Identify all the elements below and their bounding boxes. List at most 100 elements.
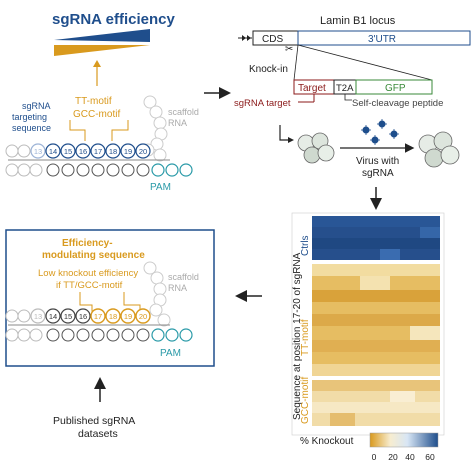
locus-title: Lamin B1 locus xyxy=(320,15,396,27)
modulating-pam-label: PAM xyxy=(160,348,181,359)
cell-cluster-after xyxy=(418,131,460,168)
modulating-scaffold-2: RNA xyxy=(168,283,187,293)
pos-label: 18 xyxy=(109,147,117,156)
motif-bracket-right xyxy=(111,120,129,141)
knockin-line-right xyxy=(297,44,433,81)
knockin-line-left xyxy=(293,44,299,81)
legend-tick: 20 xyxy=(388,452,398,462)
utr-box xyxy=(297,30,471,46)
heatmap-row xyxy=(312,238,440,249)
scaffold-label-2: RNA xyxy=(168,118,187,128)
locus-arrow-1 xyxy=(242,35,246,41)
heatmap-row xyxy=(312,402,440,413)
modulating-panel: Efficiency- modulating sequence Low knoc… xyxy=(5,229,215,367)
knockin-label: Knock-in xyxy=(249,64,288,75)
heatmap-row xyxy=(312,340,440,352)
self-cleavage-label: Self-cleavage peptide xyxy=(352,98,443,109)
gfp-label: GFP xyxy=(385,83,406,94)
legend-tick: 60 xyxy=(425,452,435,462)
self-cleavage-pointer xyxy=(344,94,352,101)
legend-tick: 0 xyxy=(372,452,377,462)
pos-label: 19 xyxy=(124,147,132,156)
pos-label: 15 xyxy=(64,147,72,156)
mod-pos-label: 13 xyxy=(34,312,42,321)
modulating-bracket-right xyxy=(123,292,141,312)
heatmap-cell xyxy=(410,326,440,340)
locus-arrow-2 xyxy=(247,35,251,41)
modulating-title-2: modulating sequence xyxy=(42,250,145,261)
sgrna-target-label: sgRNA target xyxy=(234,98,291,109)
pos-label: 20 xyxy=(139,147,147,156)
modulating-position-beads xyxy=(30,308,151,324)
modulating-bottom-beads xyxy=(46,328,150,342)
modulating-note-2: if TT/GCC-motif xyxy=(56,280,123,291)
group-label-gcc: GCC-motif xyxy=(300,377,311,424)
scissors-icon: ✂ xyxy=(285,44,293,55)
legend-tick: 40 xyxy=(405,452,415,462)
modulating-faint-beads xyxy=(5,309,43,342)
modulating-pam-beads xyxy=(151,328,193,342)
targeting-label-2: targeting xyxy=(12,112,47,122)
heatmap-row xyxy=(312,364,440,376)
virus-label-1: Virus with xyxy=(356,156,399,167)
t2a-label: T2A xyxy=(336,83,354,94)
published-label-1: Published sgRNA xyxy=(53,415,135,427)
bottom-strand-beads xyxy=(46,163,150,177)
heatmap-cell xyxy=(330,413,355,426)
utr-label: 3'UTR xyxy=(368,34,396,45)
locus-panel: Lamin B1 locus CDS 3'UTR ✂ Knock-in Targ… xyxy=(234,15,471,179)
mod-pos-label: 16 xyxy=(79,312,87,321)
scaffold-label-1: scaffold xyxy=(168,107,199,117)
heatmap-row xyxy=(312,264,440,276)
heatmap-row xyxy=(312,314,440,326)
pam-label: PAM xyxy=(150,182,171,193)
virus-label-2: sgRNA xyxy=(362,168,394,179)
modulating-note-1: Low knockout efficiency xyxy=(38,268,138,279)
efficiency-title: sgRNA efficiency xyxy=(52,11,175,28)
group-label-ctrls: Ctrls xyxy=(300,235,311,256)
motif-arrowhead xyxy=(93,60,101,67)
targeting-label-3: sequence xyxy=(12,123,51,133)
heatmap-row xyxy=(312,380,440,391)
heatmap-cell xyxy=(360,276,390,290)
motif-label-1: TT-motif xyxy=(75,96,112,107)
mod-pos-label: 14 xyxy=(49,312,57,321)
mod-pos-label: 15 xyxy=(64,312,72,321)
decreasing-wedge xyxy=(54,45,150,56)
target-label: Target xyxy=(298,83,326,94)
cell-cluster-before xyxy=(297,132,335,164)
bent-arrowhead xyxy=(288,137,294,143)
mod-pos-label: 18 xyxy=(109,312,117,321)
modulating-position-labels: 13 14 15 16 17 18 19 20 xyxy=(34,312,147,321)
heatmap-cell xyxy=(420,227,440,238)
bent-arrow xyxy=(279,125,290,141)
cds-label: CDS xyxy=(262,34,283,45)
legend-colorbar xyxy=(369,432,439,448)
heatmap-ylabel: Sequence at position 17-20 of sgRNA xyxy=(292,252,303,420)
heatmap-cell xyxy=(390,391,415,402)
mod-pos-label: 17 xyxy=(94,312,102,321)
modulating-box xyxy=(5,229,215,367)
group-label-tt: TT-motif xyxy=(300,319,311,356)
efficiency-panel: sgRNA efficiency sgRNA targeting sequenc… xyxy=(5,11,199,193)
position-labels-top: 13 14 15 16 17 18 19 20 xyxy=(34,147,147,156)
published-label-2: datasets xyxy=(78,428,118,440)
heatmap-row xyxy=(312,290,440,302)
gfp-box xyxy=(355,79,433,95)
pam-beads xyxy=(151,163,193,177)
position-beads-top xyxy=(30,143,151,159)
modulating-scaffold-1: scaffold xyxy=(168,272,199,282)
motif-label-2: GCC-motif xyxy=(73,109,120,120)
heatmap-cell xyxy=(380,249,400,260)
legend-ticks: 0 20 40 60 xyxy=(372,452,435,462)
heatmap-panel: Sequence at position 17-20 of sgRNA Ctrl… xyxy=(291,212,445,462)
pos-label: 17 xyxy=(94,147,102,156)
pos-label: 14 xyxy=(49,147,57,156)
modulating-scaffold-beads xyxy=(143,261,171,327)
modulating-title-1: Efficiency- xyxy=(62,238,113,249)
mod-pos-label: 20 xyxy=(139,312,147,321)
pos-label: 13 xyxy=(34,147,42,156)
virus-particles-icon xyxy=(361,119,399,145)
faint-beads xyxy=(5,144,43,177)
